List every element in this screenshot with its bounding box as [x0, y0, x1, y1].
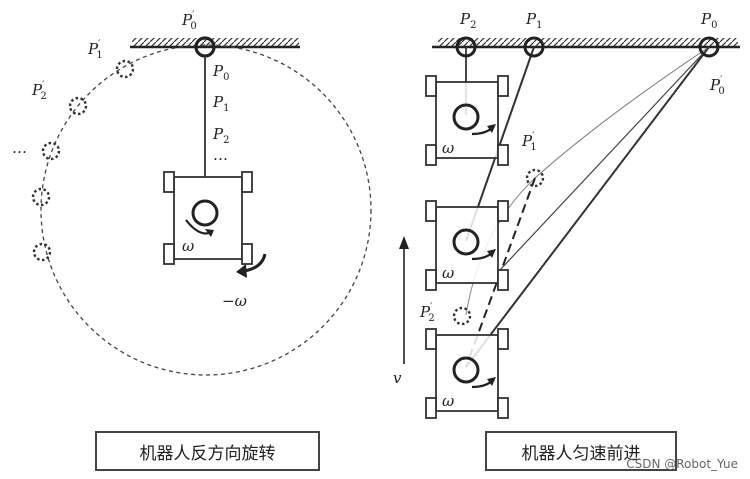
right-robot-middle — [425, 200, 509, 291]
pivot-joints — [455, 36, 720, 58]
label-stack-ellipsis: … — [213, 146, 228, 164]
trajectory-curve-upper — [534, 46, 710, 179]
label-p2-prime: P′2 — [31, 80, 47, 102]
rotation-circle — [40, 44, 372, 376]
label-right-p0-prime: P′0 — [709, 75, 725, 97]
label-minus-omega: −ω — [222, 292, 247, 310]
velocity-arrow — [399, 236, 409, 364]
label-velocity: v — [393, 369, 402, 387]
circle-position-markers — [31, 59, 135, 262]
label-right-p2-prime: P′2 — [419, 302, 435, 324]
rod-p0-thin — [499, 46, 710, 271]
label-p0-prime-top: P′0 — [181, 10, 197, 32]
caption-right-text: 机器人匀速前进 — [521, 443, 641, 464]
label-right-p0: P0 — [700, 10, 717, 31]
label-p2: P2 — [212, 125, 229, 146]
caption-right: 机器人匀速前进 — [485, 431, 677, 471]
label-omega-middle: ω — [442, 264, 454, 282]
left-panel: P′0 P0 P1 P2 … P′1 P′2 … ω −ω — [12, 10, 372, 376]
rod-p0 — [465, 46, 710, 368]
right-panel: P2 P1 P0 P′0 P′1 P′2 ω ω ω v — [393, 10, 740, 419]
counter-rotation-arrow — [236, 253, 267, 278]
right-ceiling — [432, 38, 740, 49]
label-right-p2: P2 — [459, 10, 476, 31]
watermark: CSDN @Robot_Yue — [626, 457, 738, 471]
right-robot-top — [425, 75, 509, 166]
label-p1-prime: P′1 — [87, 39, 103, 61]
label-omega-top: ω — [442, 139, 454, 157]
left-robot — [163, 171, 253, 265]
label-omega-left: ω — [182, 237, 194, 255]
caption-left-text: 机器人反方向旋转 — [139, 443, 276, 464]
caption-left: 机器人反方向旋转 — [95, 431, 320, 471]
label-right-p1-prime: P′1 — [521, 131, 537, 153]
label-circle-ellipsis: … — [12, 139, 27, 157]
label-omega-bottom: ω — [442, 392, 454, 410]
label-right-p1: P1 — [525, 10, 542, 31]
right-robot-bottom — [425, 328, 509, 419]
label-p1: P1 — [212, 93, 229, 114]
label-p0: P0 — [212, 62, 229, 83]
